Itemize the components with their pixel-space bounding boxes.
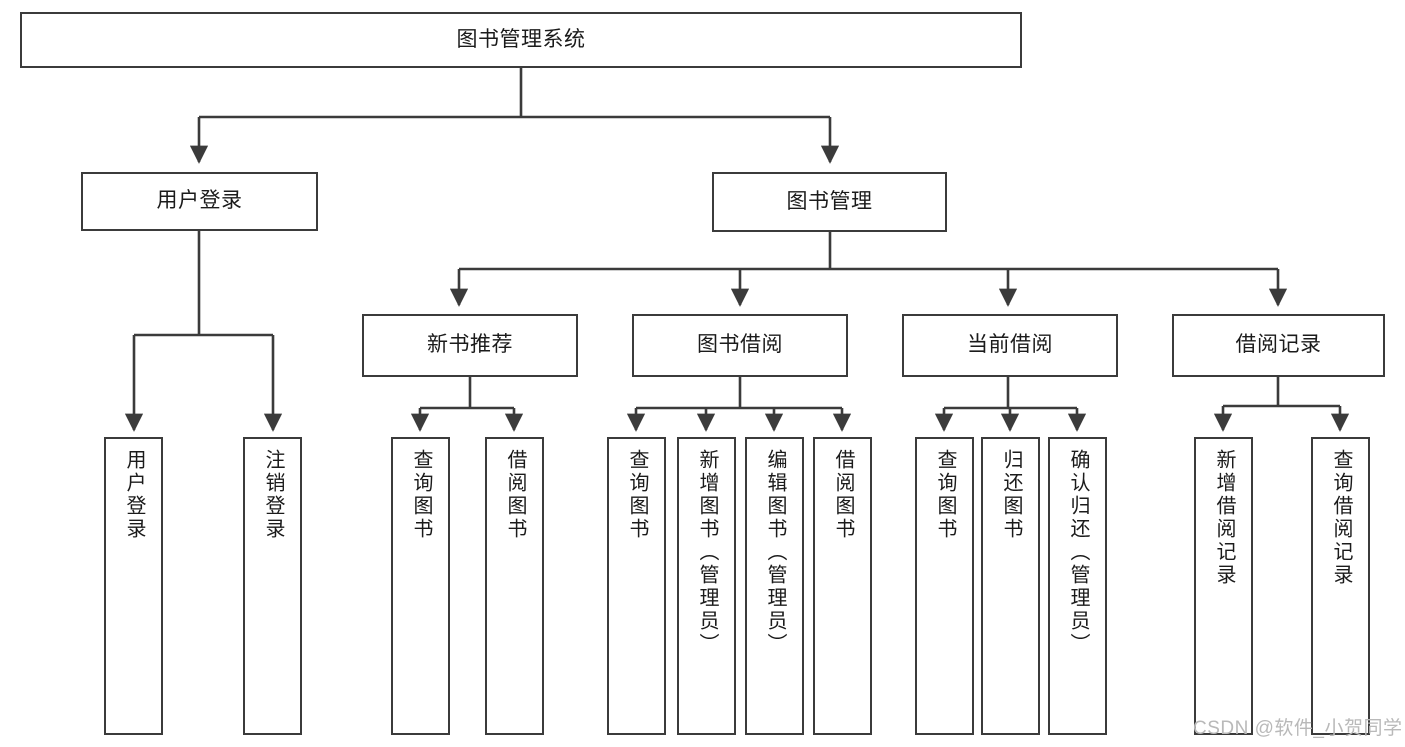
node-label: 查询图书 [626,449,648,541]
node-leaf-user-login[interactable]: 用户登录 [104,437,163,735]
node-label: 新增借阅记录 [1213,449,1235,587]
node-leaf-query-book-2[interactable]: 查询图书 [607,437,666,735]
node-label: 图书借阅 [697,333,783,357]
node-label: 借阅图书 [832,449,854,541]
node-leaf-borrow-book-1[interactable]: 借阅图书 [485,437,544,735]
node-label: 借阅图书 [504,449,526,541]
node-label: 用户登录 [123,449,145,541]
node-leaf-query-book-3[interactable]: 查询图书 [915,437,974,735]
node-label: 查询借阅记录 [1330,449,1352,587]
node-leaf-query-borrow-record[interactable]: 查询借阅记录 [1311,437,1370,735]
node-label: 查询图书 [934,449,956,541]
node-leaf-logout-login[interactable]: 注销登录 [243,437,302,735]
node-leaf-confirm-return[interactable]: 确认归还（管理员） [1048,437,1107,735]
node-new-book-recommend[interactable]: 新书推荐 [362,314,578,377]
node-label: 编辑图书（管理员） [764,449,786,656]
node-leaf-borrow-book-2[interactable]: 借阅图书 [813,437,872,735]
node-leaf-edit-book[interactable]: 编辑图书（管理员） [745,437,804,735]
node-label: 查询图书 [410,449,432,541]
node-label: 归还图书 [1000,449,1022,541]
node-label: 图书管理 [786,189,873,213]
node-label: 借阅记录 [1235,333,1322,357]
node-label: 注销登录 [262,449,284,541]
node-label: 新增图书（管理员） [696,449,718,656]
node-leaf-query-book-1[interactable]: 查询图书 [391,437,450,735]
node-current-borrow[interactable]: 当前借阅 [902,314,1118,377]
node-label: 当前借阅 [967,333,1053,357]
node-book-management-system[interactable]: 图书管理系统 [20,12,1022,68]
csdn-watermark: CSDN @软件_小贺同学 [1193,718,1403,739]
node-user-login[interactable]: 用户登录 [81,172,318,231]
node-book-management[interactable]: 图书管理 [712,172,947,232]
node-label: 图书管理系统 [456,27,586,51]
node-book-borrow[interactable]: 图书借阅 [632,314,848,377]
node-label: 确认归还（管理员） [1067,449,1089,656]
node-leaf-add-borrow-record[interactable]: 新增借阅记录 [1194,437,1253,735]
node-borrow-record[interactable]: 借阅记录 [1172,314,1385,377]
node-label: 用户登录 [156,189,243,213]
node-label: 新书推荐 [427,333,513,357]
node-leaf-return-book[interactable]: 归还图书 [981,437,1040,735]
node-leaf-add-book[interactable]: 新增图书（管理员） [677,437,736,735]
